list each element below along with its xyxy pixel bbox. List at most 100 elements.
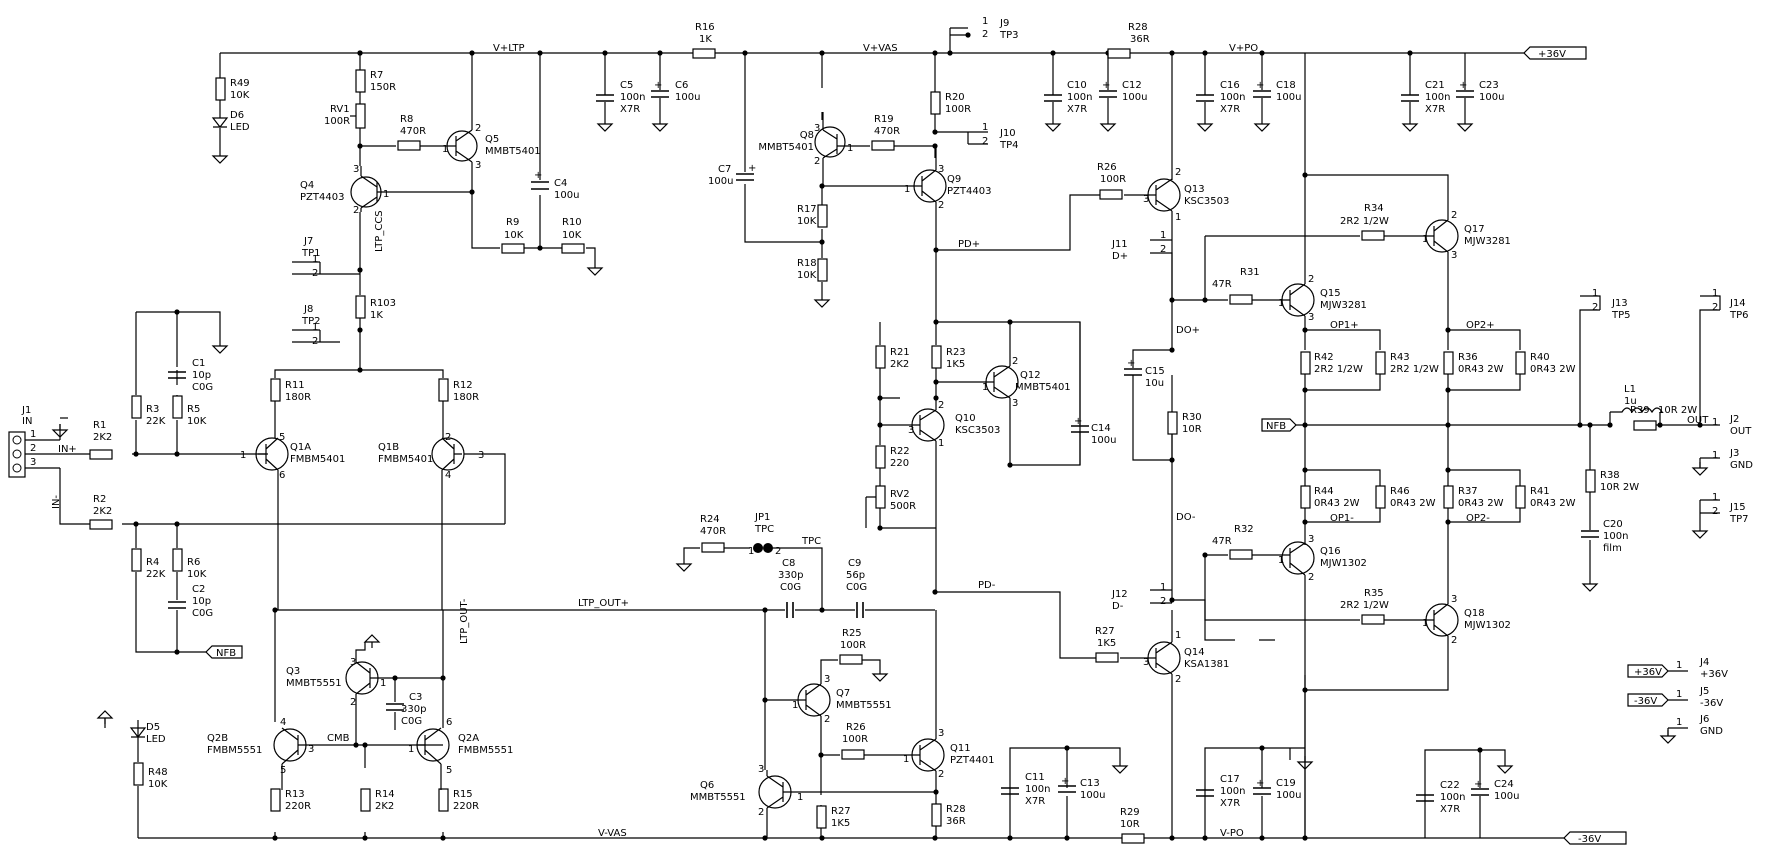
svg-text:C3: C3 bbox=[409, 692, 422, 703]
svg-text:C16: C16 bbox=[1220, 80, 1240, 91]
svg-text:C22: C22 bbox=[1440, 780, 1460, 791]
svg-text:10R: 10R bbox=[1182, 424, 1202, 435]
svg-text:+: + bbox=[1074, 416, 1082, 427]
svg-text:1: 1 bbox=[1422, 234, 1428, 245]
svg-text:C17: C17 bbox=[1220, 774, 1240, 785]
svg-text:C12: C12 bbox=[1122, 80, 1142, 91]
svg-text:J10: J10 bbox=[999, 128, 1016, 139]
svg-text:J13: J13 bbox=[1611, 298, 1628, 309]
svg-text:47R: 47R bbox=[1212, 536, 1232, 547]
net-vltp: V+LTP bbox=[493, 43, 525, 54]
svg-text:C20: C20 bbox=[1603, 519, 1623, 530]
svg-text:3: 3 bbox=[478, 450, 484, 461]
svg-text:RV2: RV2 bbox=[890, 489, 910, 500]
svg-text:180R: 180R bbox=[285, 392, 311, 403]
svg-text:R18: R18 bbox=[797, 258, 817, 269]
svg-text:D5: D5 bbox=[146, 722, 160, 733]
svg-text:C9: C9 bbox=[848, 558, 861, 569]
port-nfb-left: NFB bbox=[205, 645, 243, 659]
svg-text:1: 1 bbox=[1422, 618, 1428, 629]
svg-text:470R: 470R bbox=[700, 526, 726, 537]
svg-text:Q17: Q17 bbox=[1464, 224, 1485, 235]
svg-text:C19: C19 bbox=[1276, 778, 1296, 789]
svg-text:10R 2W: 10R 2W bbox=[1600, 482, 1639, 493]
svg-text:MJW1302: MJW1302 bbox=[1464, 620, 1511, 631]
svg-text:IN: IN bbox=[22, 416, 32, 427]
r39-resistor: R39 bbox=[1633, 420, 1657, 431]
svg-text:1: 1 bbox=[982, 122, 988, 133]
svg-text:0R43 2W: 0R43 2W bbox=[1530, 498, 1576, 509]
svg-text:10R: 10R bbox=[1120, 819, 1140, 830]
svg-text:NFB: NFB bbox=[1266, 421, 1286, 432]
svg-text:100u: 100u bbox=[1276, 92, 1301, 103]
svg-text:TP7: TP7 bbox=[1729, 514, 1749, 525]
svg-text:KSC3503: KSC3503 bbox=[1184, 196, 1229, 207]
svg-text:2: 2 bbox=[982, 136, 988, 147]
svg-text:1: 1 bbox=[797, 792, 803, 803]
r39-val: 10R 2W bbox=[1658, 405, 1697, 416]
svg-text:+36V: +36V bbox=[1634, 667, 1662, 678]
ground-c18 bbox=[1254, 117, 1270, 132]
svg-text:2: 2 bbox=[824, 714, 830, 725]
svg-text:100R: 100R bbox=[840, 640, 866, 651]
wire-r3-net bbox=[135, 311, 221, 454]
svg-text:+: + bbox=[1256, 80, 1264, 91]
svg-text:100u: 100u bbox=[1080, 790, 1105, 801]
net-ltp-ccs: LTP_CCS bbox=[374, 210, 385, 252]
svg-text:10K: 10K bbox=[187, 416, 207, 427]
wire-top-decoupling bbox=[1204, 53, 1466, 118]
svg-text:film: film bbox=[1603, 543, 1622, 554]
svg-text:2R2 1/2W: 2R2 1/2W bbox=[1390, 364, 1439, 375]
svg-text:+36V: +36V bbox=[1538, 49, 1566, 60]
svg-text:100n: 100n bbox=[1440, 792, 1465, 803]
svg-text:J5: J5 bbox=[1699, 686, 1709, 697]
svg-text:1: 1 bbox=[847, 143, 853, 154]
svg-text:X7R: X7R bbox=[1425, 104, 1445, 115]
port-plus36-top: +36V bbox=[1523, 46, 1587, 60]
svg-text:Q6: Q6 bbox=[700, 780, 714, 791]
svg-text:3: 3 bbox=[814, 123, 820, 134]
svg-text:3: 3 bbox=[1143, 194, 1149, 205]
svg-text:3: 3 bbox=[1143, 657, 1149, 668]
wire-tpc bbox=[683, 547, 823, 610]
svg-text:+: + bbox=[1061, 776, 1069, 787]
svg-text:R20: R20 bbox=[945, 92, 965, 103]
svg-text:1: 1 bbox=[240, 450, 246, 461]
svg-text:1K: 1K bbox=[370, 310, 383, 321]
svg-text:X7R: X7R bbox=[620, 104, 640, 115]
svg-text:1: 1 bbox=[1160, 582, 1166, 593]
svg-text:LED: LED bbox=[146, 734, 166, 745]
svg-text:100u: 100u bbox=[554, 190, 579, 201]
svg-text:R25: R25 bbox=[842, 628, 862, 639]
svg-text:TP2: TP2 bbox=[301, 316, 321, 327]
svg-text:1: 1 bbox=[30, 429, 36, 440]
svg-text:10u: 10u bbox=[1145, 378, 1164, 389]
svg-text:Q2A: Q2A bbox=[458, 733, 479, 744]
svg-text:0R43 2W: 0R43 2W bbox=[1314, 498, 1360, 509]
svg-text:C13: C13 bbox=[1080, 778, 1100, 789]
svg-text:2: 2 bbox=[1308, 274, 1314, 285]
svg-text:100n: 100n bbox=[1220, 92, 1245, 103]
svg-text:100u: 100u bbox=[1494, 791, 1519, 802]
svg-text:Q7: Q7 bbox=[836, 688, 850, 699]
svg-text:2: 2 bbox=[775, 546, 781, 557]
